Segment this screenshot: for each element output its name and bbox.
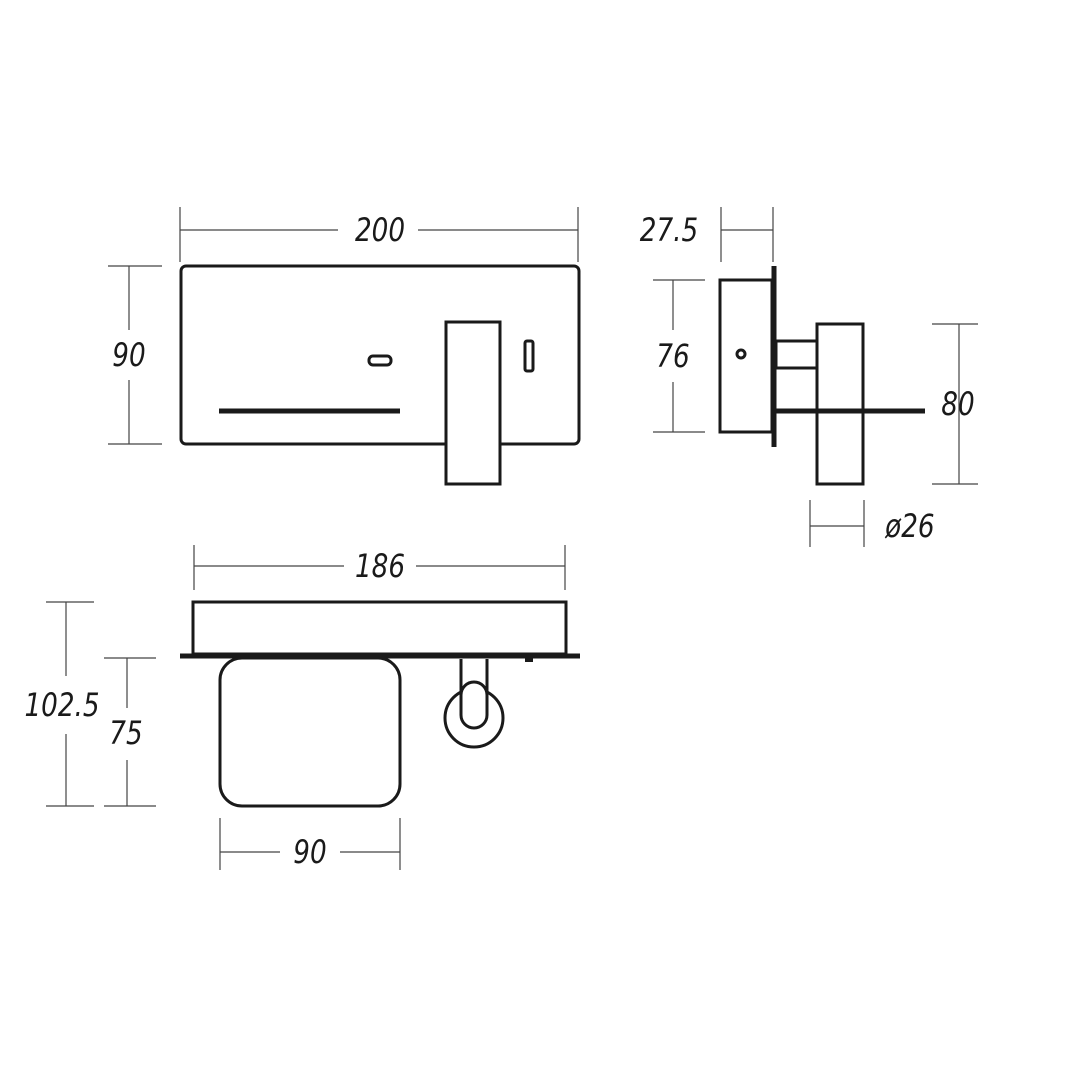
side-view — [718, 266, 925, 486]
side-screw — [735, 348, 747, 360]
front-arm-block — [444, 320, 502, 486]
dim-top-depth: 75 — [104, 657, 156, 807]
dim-side-plate-height: 76 — [653, 279, 705, 433]
front-height-label: 90 — [112, 336, 145, 373]
front-indicator-slot — [523, 339, 535, 373]
dim-top-depth-total: 102.5 — [24, 601, 100, 807]
side-connector — [774, 339, 819, 370]
dim-top-width: 186 — [193, 545, 566, 590]
dim-front-height: 90 — [108, 265, 162, 445]
side-plate-height-label: 76 — [656, 337, 689, 374]
side-arm-height-label: 80 — [941, 385, 974, 422]
top-shade — [218, 656, 402, 808]
dim-diameter: ø26 — [809, 500, 935, 547]
dim-side-arm-height: 80 — [932, 323, 978, 485]
top-switch-tab — [525, 657, 533, 662]
side-depth-label: 27.5 — [640, 211, 698, 248]
front-view — [179, 264, 581, 486]
dim-side-depth: 27.5 — [640, 207, 774, 262]
side-arm-head — [815, 322, 865, 486]
shade-width-label: 90 — [293, 833, 326, 870]
top-arm-inner — [459, 680, 489, 730]
top-depth-label: 75 — [109, 714, 142, 751]
front-switch — [367, 354, 393, 367]
front-width-label: 200 — [355, 211, 405, 248]
dim-shade-width: 90 — [219, 818, 401, 871]
diameter-label: ø26 — [884, 507, 934, 544]
top-plate — [191, 600, 568, 656]
top-width-label: 186 — [355, 547, 405, 584]
dim-front-width: 200 — [179, 207, 579, 262]
top-view — [180, 600, 580, 808]
top-depth-total-label: 102.5 — [24, 686, 99, 723]
